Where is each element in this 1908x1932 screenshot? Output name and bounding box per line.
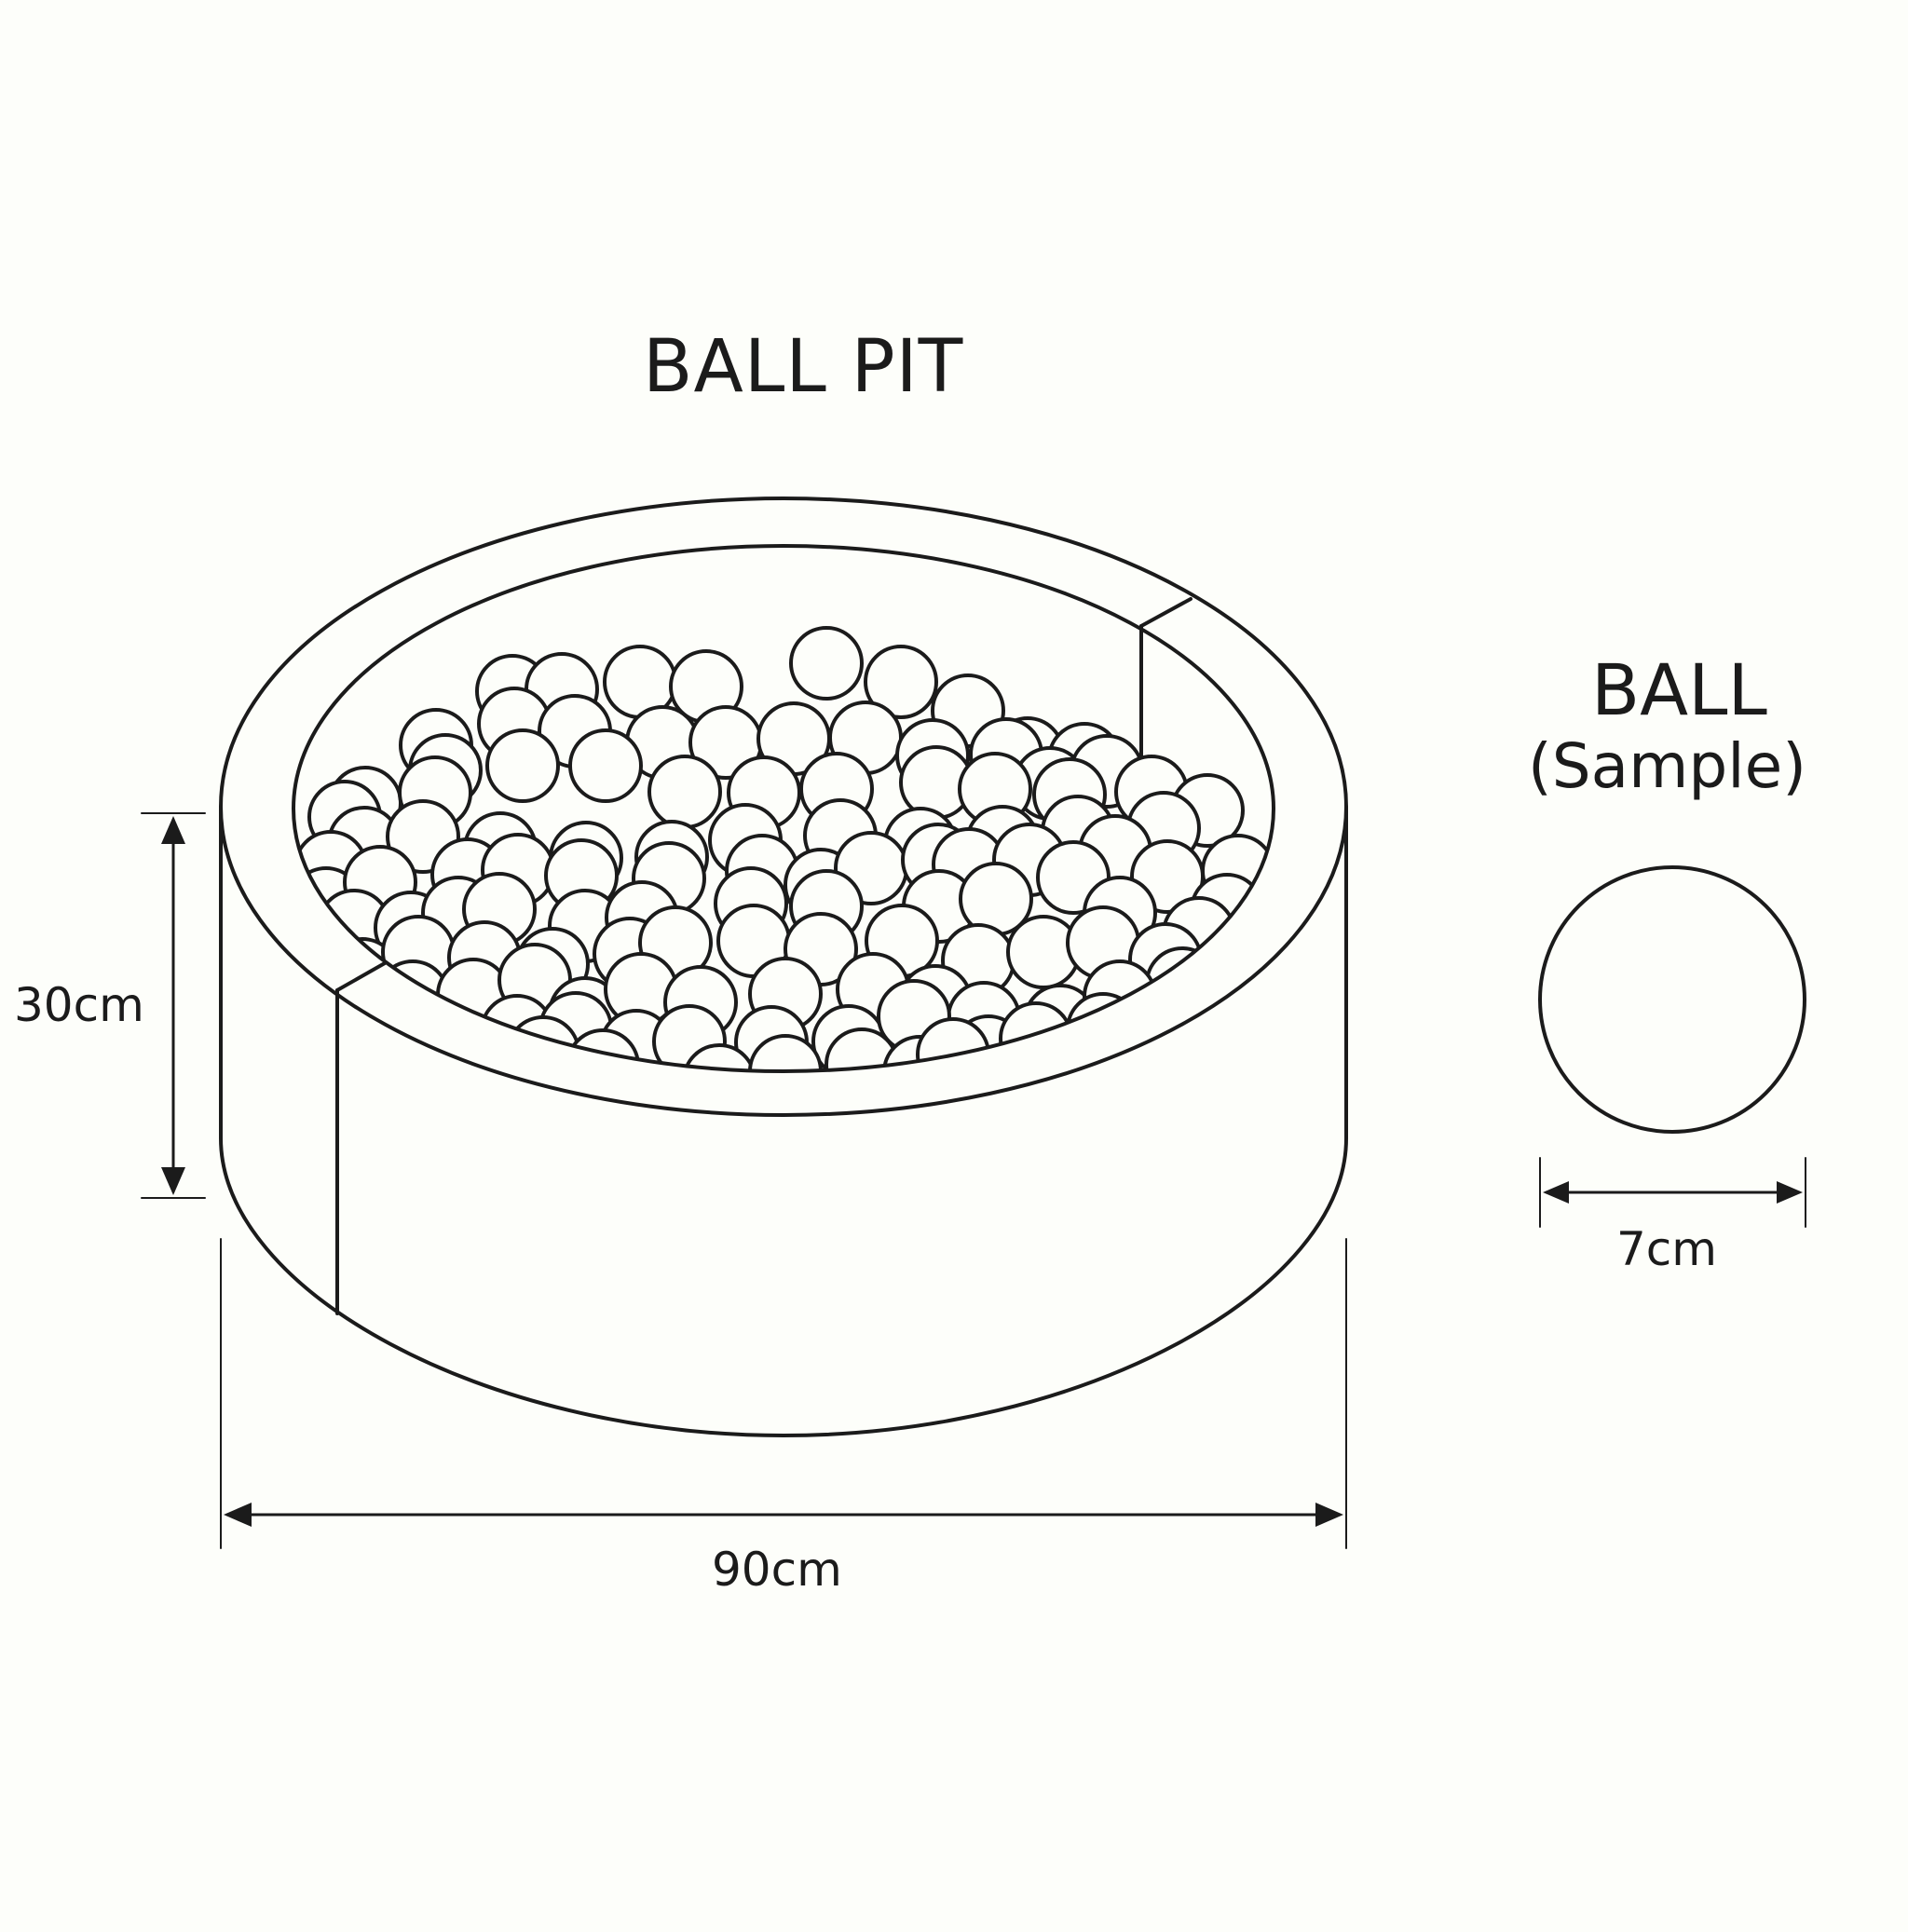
ball-cluster <box>293 626 1274 1071</box>
pit-ball <box>999 1001 1073 1071</box>
pit-rim-outer <box>219 497 1348 1117</box>
ball-sample-title: BALL <box>1591 648 1767 731</box>
pit-ball <box>485 728 560 803</box>
pit-ball <box>647 755 722 829</box>
ball-arrow-right <box>1777 1181 1803 1204</box>
ball-pit-title: BALL PIT <box>643 325 964 409</box>
ball-sample-subtitle: (Sample) <box>1528 730 1806 802</box>
pit-ball <box>748 1034 823 1071</box>
pit-outer-wall <box>219 805 1348 1438</box>
sample-ball <box>1538 865 1806 1134</box>
pit-ball <box>1066 992 1140 1067</box>
pit-ball <box>375 959 450 1034</box>
width-arrow-left <box>224 1503 252 1527</box>
pit-rim-inner <box>292 544 1275 1073</box>
height-arrow-up <box>161 816 185 844</box>
height-arrow-down <box>161 1167 185 1195</box>
pit-ball <box>1136 983 1210 1057</box>
pit-ball <box>864 645 938 719</box>
width-dimension-label: 90cm <box>712 1543 842 1597</box>
pit-ball <box>568 728 643 803</box>
pit-ball <box>566 1028 640 1071</box>
height-dimension-label: 30cm <box>14 978 144 1032</box>
pit-seam-rim-left <box>335 958 393 992</box>
pit-ball <box>375 1003 449 1071</box>
ball-arrow-left <box>1543 1181 1569 1204</box>
pit-ball <box>1024 1034 1098 1071</box>
pit-ball <box>682 1043 756 1071</box>
pit-ball <box>789 626 864 701</box>
pit-seam-rim-right <box>1139 597 1192 628</box>
ball-diameter-label: 7cm <box>1616 1222 1718 1276</box>
width-arrow-right <box>1315 1503 1343 1527</box>
